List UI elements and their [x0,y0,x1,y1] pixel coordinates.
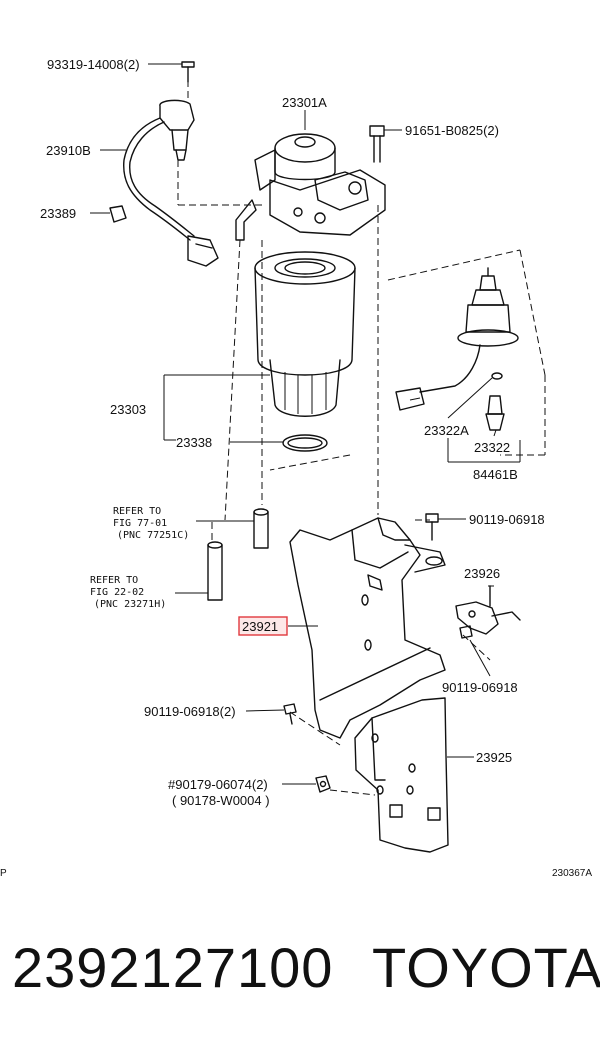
hose-22-02 [175,541,223,601]
ref1-line2: FIG 77-01 [113,518,167,529]
part-labels: 93319-14008(2) 23301A 91651-B0825(2) 239… [0,57,592,879]
footer-brand: TOYOTA [372,936,600,999]
bolt-90119-right [459,625,491,677]
bracket-23921 [288,517,446,739]
highlighted-part-23921[interactable]: 23921 [238,616,288,636]
label-23910b: 23910B [46,143,91,158]
parts-diagram: 93319-14008(2) 23301A 91651-B0825(2) 239… [0,57,592,879]
reference-notes: REFER TO FIG 77-01 (PNC 77251C) REFER TO… [90,506,189,610]
label-23303: 23303 [110,402,146,417]
sensor-23910b [123,99,219,267]
label-23301a: 23301A [282,95,327,110]
label-90119-2: 90119-06918(2) [144,704,236,719]
label-23322: 23322 [474,440,510,455]
label-90119-right: 90119-06918 [442,680,518,695]
leader-lines [100,63,306,151]
bracket-23925 [354,697,474,853]
filter-housing-23301a [235,133,386,241]
hose-77-01 [196,508,269,549]
label-23925: 23925 [476,750,512,765]
label-91651: 91651-B0825(2) [405,123,499,138]
nut-90179 [282,775,331,793]
bolt-90119-left [245,703,297,725]
water-level-switch-23322a [395,267,519,419]
fuel-filter-23303 [254,251,356,417]
clamp-23389 [90,205,127,223]
bracket-23926 [455,585,521,635]
footer: 2392127100 TOYOTA [0,905,600,1045]
ref2-line3: (PNC 23271H) [94,599,166,610]
o-ring-23338 [282,434,328,452]
label-90179: #90179-06074(2) [168,777,268,792]
assembly-dashed-lines [177,80,546,796]
ref2-line1: REFER TO [90,575,138,586]
corner-left-mark: P [0,868,7,879]
highlight-box [238,616,288,636]
label-23921: 23921 [242,619,278,634]
label-23389: 23389 [40,206,76,221]
bolt-91651 [369,125,402,163]
label-90119-top: 90119-06918 [469,512,545,527]
ref1-line3: (PNC 77251C) [117,530,189,541]
bolt-93319 [181,61,195,83]
label-84461b: 84461B [473,467,518,482]
label-93319: 93319-14008(2) [47,57,140,72]
label-90178: ( 90178-W0004 ) [172,793,270,808]
diagram-code: 230367A [552,868,592,879]
bolt-90119-top [425,513,466,541]
footer-part-number: 2392127100 [12,936,334,999]
label-23338: 23338 [176,435,212,450]
switch-23322 [485,395,505,437]
ref1-line1: REFER TO [113,506,161,517]
filter-label-bracket [163,374,283,443]
switch-label-bracket [447,438,521,463]
label-23322a: 23322A [424,423,469,438]
ref2-line2: FIG 22-02 [90,587,144,598]
label-23926: 23926 [464,566,500,581]
